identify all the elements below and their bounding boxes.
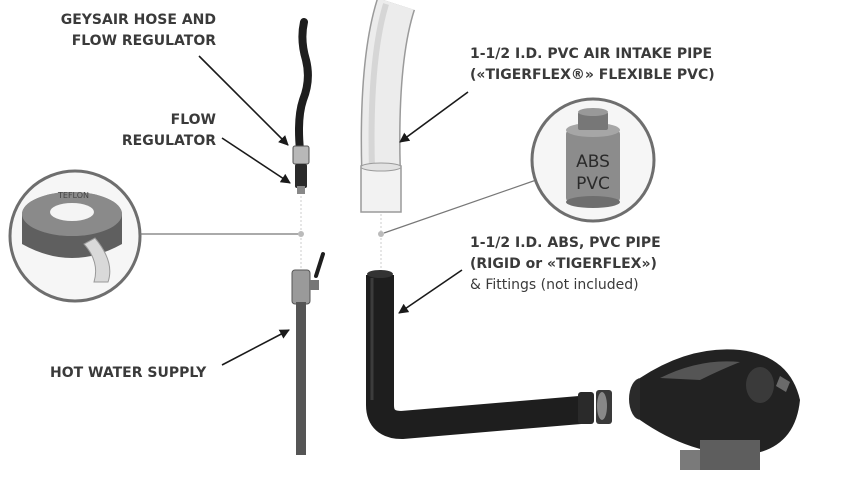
arrow-flow-regulator <box>221 137 291 184</box>
label-flow-regulator-line1: FLOW <box>170 112 216 128</box>
pipe-couplings <box>578 390 612 424</box>
label-air-intake-line2: («TIGERFLEX®» FLEXIBLE PVC) <box>470 67 715 83</box>
arrow-geysair-hose <box>198 55 289 146</box>
label-abs-pipe: 1-1/2 I.D. ABS, PVC PIPE (RIGID or «TIGE… <box>470 233 661 296</box>
label-abs-pipe-line2: (RIGID or «TIGERFLEX») <box>470 256 657 272</box>
jar-label-pvc: PVC <box>576 174 610 194</box>
teflon-tape-magnifier: TEFLON <box>8 169 142 303</box>
label-hot-water-supply: HOT WATER SUPPLY <box>50 365 207 381</box>
arrow-abs-pipe <box>398 269 463 314</box>
label-air-intake: 1-1/2 I.D. PVC AIR INTAKE PIPE («TIGERFL… <box>470 44 715 86</box>
tape-joint-dot <box>298 231 304 237</box>
label-geysair-hose-line1: GEYSAIR HOSE AND <box>60 12 216 28</box>
label-flow-regulator-line2: REGULATOR <box>121 133 216 149</box>
hot-water-pipe <box>291 238 325 455</box>
arrow-hot-water <box>221 329 290 366</box>
label-abs-pipe-line3: & Fittings (not included) <box>470 277 639 293</box>
label-flow-regulator: FLOW REGULATOR <box>100 110 216 152</box>
arrow-air-intake <box>399 91 469 143</box>
label-air-intake-line1: 1-1/2 I.D. PVC AIR INTAKE PIPE <box>470 46 713 62</box>
jar-label-abs: ABS <box>576 152 610 172</box>
glue-joint-dot <box>378 231 384 237</box>
glue-leader-line <box>383 177 543 234</box>
pvc-air-intake-pipe <box>360 0 416 213</box>
cement-jar-magnifier: ABS PVC <box>530 97 656 223</box>
label-geysair-hose-line2: FLOW REGULATOR <box>71 33 216 49</box>
abs-pvc-elbow-pipe <box>366 270 582 439</box>
air-blower-unit <box>629 349 800 470</box>
label-geysair-hose: GEYSAIR HOSE AND FLOW REGULATOR <box>38 10 216 52</box>
svg-text:TEFLON: TEFLON <box>57 191 89 200</box>
geysair-hose <box>292 18 312 194</box>
label-abs-pipe-line1: 1-1/2 I.D. ABS, PVC PIPE <box>470 235 661 251</box>
